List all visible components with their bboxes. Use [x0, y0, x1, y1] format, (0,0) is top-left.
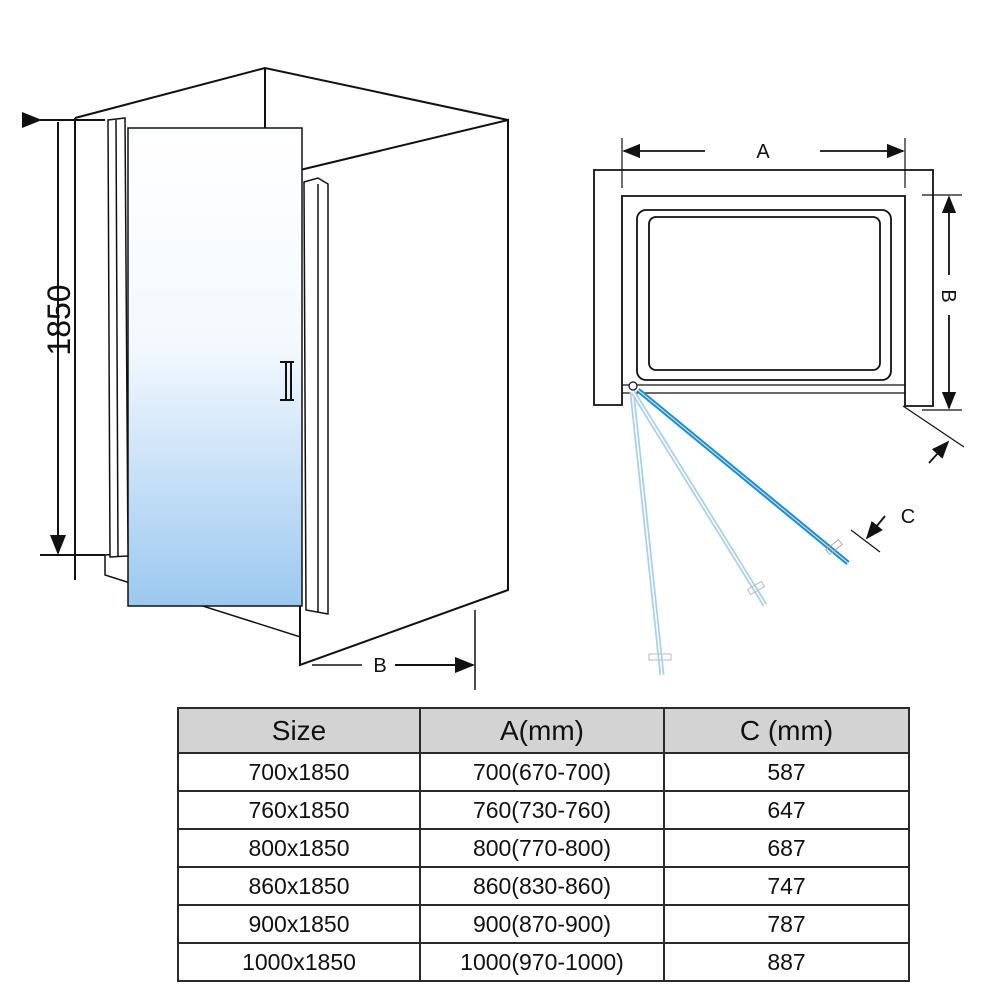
header-size: Size: [177, 707, 421, 754]
wall-profile: [107, 117, 129, 558]
cell-a: 900(870-900): [419, 904, 665, 944]
cell-size: 800x1850: [177, 828, 421, 868]
clearance-dimension: [850, 405, 965, 553]
cell-size: 760x1850: [177, 790, 421, 830]
door-glass: [127, 127, 303, 607]
shower-3d-view: [40, 66, 509, 690]
cell-a: 760(730-760): [419, 790, 665, 830]
cell-a: 1000(970-1000): [419, 942, 665, 982]
hinge: [628, 381, 638, 391]
height-dimension: [40, 120, 105, 555]
cell-a: 800(770-800): [419, 828, 665, 868]
cell-c: 647: [663, 790, 910, 830]
height-label: 1850: [41, 284, 77, 355]
width-label: A: [756, 141, 770, 163]
cell-c: 587: [663, 752, 910, 792]
door-profile: [303, 177, 329, 615]
door-handle: [280, 361, 294, 401]
cell-c: 747: [663, 866, 910, 906]
cell-c: 687: [663, 828, 910, 868]
cell-size: 900x1850: [177, 904, 421, 944]
clearance-label: C: [901, 506, 915, 528]
walls-outline: [593, 169, 934, 407]
cell-c: 787: [663, 904, 910, 944]
cell-size: 700x1850: [177, 752, 421, 792]
header-a: A(mm): [419, 707, 665, 754]
cell-size: 860x1850: [177, 866, 421, 906]
cell-c: 887: [663, 942, 910, 982]
cell-a: 700(670-700): [419, 752, 665, 792]
depth-dimension: [922, 194, 962, 411]
shower-top-view: [593, 138, 965, 553]
header-c: C (mm): [663, 707, 910, 754]
width-dimension: [621, 138, 906, 188]
depth-label: B: [937, 289, 959, 302]
tray-inner: [648, 216, 881, 371]
tray-outer: [636, 209, 892, 381]
shower-diagram: 1850 B A B C: [0, 66, 965, 690]
depth-label-3d: B: [373, 655, 386, 677]
side-wall: [299, 118, 509, 667]
door-rail: [622, 384, 905, 394]
table-header: Size A(mm) C (mm): [177, 707, 910, 754]
cell-a: 860(830-860): [419, 866, 665, 906]
door-swing: [628, 381, 850, 676]
cell-size: 1000x1850: [177, 942, 421, 982]
